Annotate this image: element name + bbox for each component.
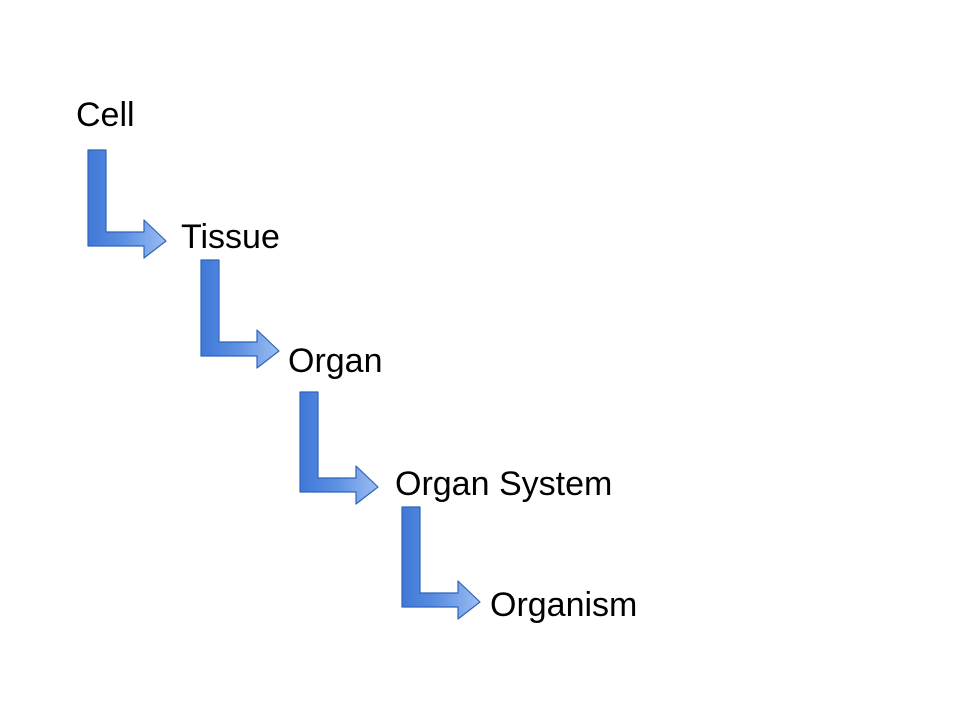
bent-arrow-icon	[299, 391, 379, 505]
level-label-organ-system: Organ System	[395, 465, 613, 503]
level-label-cell: Cell	[76, 96, 135, 134]
bent-arrow-icon	[401, 506, 481, 620]
level-label-tissue: Tissue	[181, 218, 280, 256]
bent-arrow-icon	[200, 259, 280, 369]
level-label-organism: Organism	[490, 586, 638, 624]
level-label-organ: Organ	[288, 342, 383, 380]
bent-arrow-icon	[87, 149, 167, 259]
